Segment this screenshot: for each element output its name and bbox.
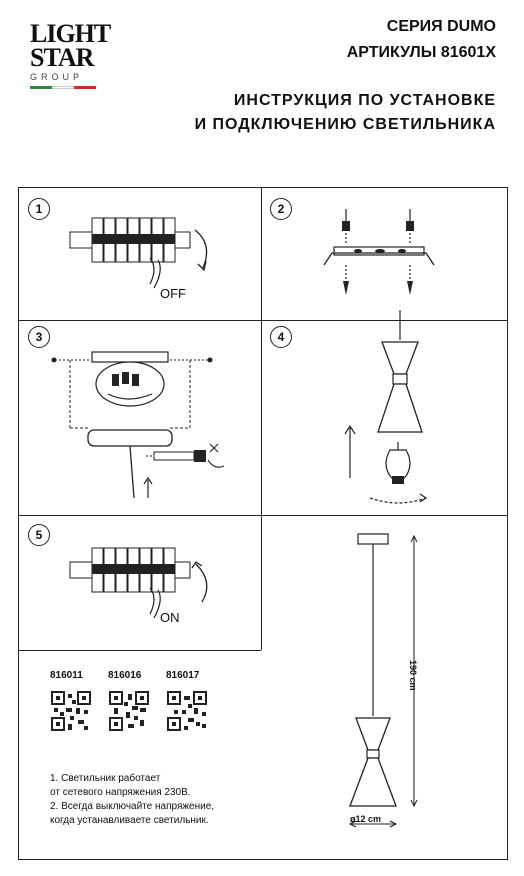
article-code-3: 816017 xyxy=(166,670,200,681)
step-3-badge: 3 xyxy=(28,326,50,348)
lamp-bulb-install-illustration xyxy=(344,310,428,504)
articles-title: АРТИКУЛЫ 81601X xyxy=(346,44,496,61)
on-label: ON xyxy=(160,610,180,625)
qr-code-icon[interactable] xyxy=(166,690,208,732)
breaker-panel-off-illustration xyxy=(69,217,208,289)
article-code-2: 816016 xyxy=(108,670,142,681)
mounting-bracket-illustration xyxy=(323,209,435,295)
qr-code-icon[interactable] xyxy=(50,690,92,732)
step-2-badge: 2 xyxy=(270,198,292,220)
off-label: OFF xyxy=(160,286,186,301)
height-dimension: 190 cm xyxy=(408,660,418,691)
note-line-3: 2. Всегда выключайте напряжение, xyxy=(50,801,215,812)
step-1-badge: 1 xyxy=(28,198,50,220)
italian-flag-icon xyxy=(30,86,96,89)
step-5-badge: 5 xyxy=(28,524,50,546)
grid-divider-row-2 xyxy=(19,515,507,516)
series-title: СЕРИЯ DUMO xyxy=(386,18,496,35)
article-code-1: 816011 xyxy=(50,670,83,681)
step-4-badge: 4 xyxy=(270,326,292,348)
breaker-panel-on-illustration xyxy=(69,547,208,619)
instruction-title-line-1: ИНСТРУКЦИЯ ПО УСТАНОВКЕ xyxy=(233,92,496,109)
grid-divider-row-3 xyxy=(19,650,261,651)
logo-line-1: LIGHT xyxy=(30,19,111,48)
note-line-4: когда устанавливаете светильник. xyxy=(50,815,209,826)
instruction-title-line-2: И ПОДКЛЮЧЕНИЮ СВЕТИЛЬНИКА xyxy=(194,116,496,133)
logo-line-3: GROUP xyxy=(30,72,84,82)
wiring-canopy-illustration xyxy=(51,351,225,499)
note-line-2: от сетевого напряжения 230В. xyxy=(50,787,191,798)
grid-divider-vertical xyxy=(261,188,262,650)
note-line-1: 1. Светильник работает xyxy=(50,773,161,784)
grid-divider-row-1 xyxy=(19,320,507,321)
diameter-dimension: ø12 cm xyxy=(350,814,382,824)
qr-code-icon[interactable] xyxy=(108,690,150,732)
brand-logo: LIGHT STAR GROUP xyxy=(30,19,111,89)
logo-line-2: STAR xyxy=(30,43,94,72)
instruction-grid xyxy=(18,187,508,860)
product-dimension-drawing xyxy=(348,533,418,828)
